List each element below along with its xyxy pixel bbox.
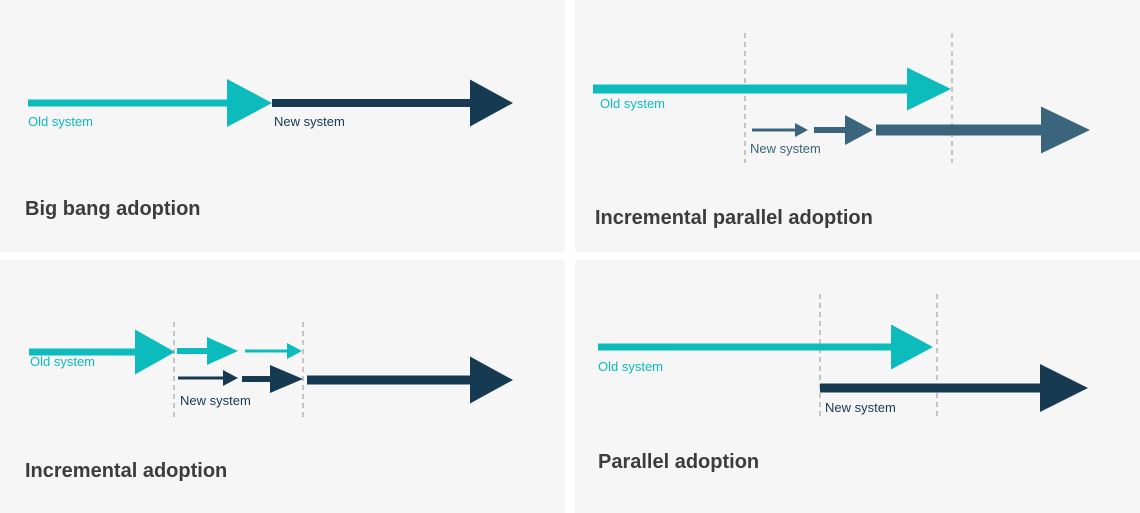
new-system-label-incremental: New system (180, 393, 251, 408)
old-system-label-parallel: Old system (598, 359, 664, 374)
title-parallel-adoption: Parallel adoption (598, 451, 760, 473)
old-system-label-incremental: Old system (30, 354, 96, 369)
old-system-decrement-2 (245, 343, 302, 359)
old-system-label-big-bang: Old system (28, 114, 94, 129)
old-system-arrow (598, 324, 933, 370)
new-system-arrow (820, 364, 1088, 412)
new-system-label-big-bang: New system (274, 114, 345, 129)
title-incremental-adoption: Incremental adoption (25, 460, 228, 482)
new-system-increment-1 (752, 123, 808, 137)
new-system-arrow (272, 79, 513, 127)
old-system-arrow (29, 329, 175, 375)
old-system-decrement-1 (177, 337, 238, 365)
old-system-arrow (593, 67, 951, 111)
new-system-increment-2 (242, 365, 303, 393)
new-system-arrow (307, 356, 513, 404)
new-system-label-parallel: New system (825, 400, 896, 415)
new-system-increment-2 (814, 115, 873, 145)
title-big-bang-adoption: Big bang adoption (25, 198, 201, 220)
title-incremental-parallel-adoption: Incremental parallel adoption (595, 207, 873, 229)
new-system-label-incremental-parallel: New system (750, 141, 821, 156)
new-system-arrow (876, 106, 1090, 154)
new-system-increment-1 (178, 370, 238, 386)
old-system-label-incremental-parallel: Old system (600, 96, 666, 111)
old-system-arrow (28, 79, 272, 127)
